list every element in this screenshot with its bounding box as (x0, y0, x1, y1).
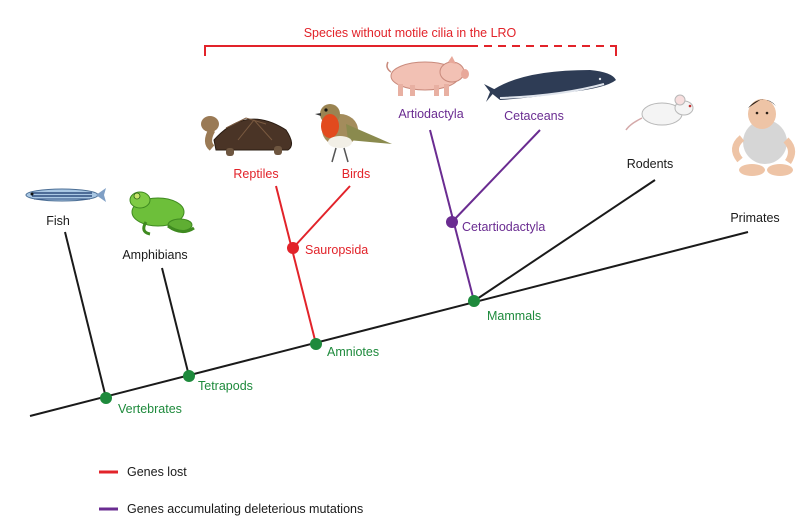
label-amphibians: Amphibians (122, 248, 187, 262)
branch-amphibians (161, 267, 190, 377)
baby-icon (732, 99, 795, 176)
label-primates: Primates (730, 211, 779, 225)
robin-icon (315, 104, 392, 163)
legend: Genes lost Genes accumulating deleteriou… (99, 465, 363, 516)
frog-icon (129, 191, 195, 236)
label-reptiles: Reptiles (233, 167, 278, 181)
node-vertebrates (100, 392, 112, 404)
zebrafish-icon (25, 188, 106, 202)
branch-reptiles (275, 185, 317, 345)
node-sauropsida (287, 242, 299, 254)
legend-genes-deleterious: Genes accumulating deleterious mutations (127, 502, 363, 516)
node-amniotes (310, 338, 322, 350)
label-birds: Birds (342, 167, 370, 181)
whale-icon (484, 70, 616, 102)
branch-fish (64, 231, 107, 399)
bracket-label: Species without motile cilia in the LRO (304, 26, 517, 40)
branch-artiodactyla (429, 129, 475, 302)
pig-icon (386, 56, 469, 96)
lro-bracket (204, 45, 617, 56)
label-rodents: Rodents (627, 157, 674, 171)
label-cetartiodactyla: Cetartiodactyla (462, 220, 545, 234)
label-cetaceans: Cetaceans (504, 109, 564, 123)
label-sauropsida: Sauropsida (305, 243, 368, 257)
label-fish: Fish (46, 214, 70, 228)
label-tetrapods: Tetrapods (198, 379, 253, 393)
legend-genes-lost: Genes lost (127, 465, 187, 479)
label-amniotes: Amniotes (327, 345, 379, 359)
tortoise-icon (201, 116, 292, 156)
label-artiodactyla: Artiodactyla (398, 107, 463, 121)
label-vertebrates: Vertebrates (118, 402, 182, 416)
node-mammals (468, 295, 480, 307)
node-tetrapods (183, 370, 195, 382)
node-cetartiodactyla (446, 216, 458, 228)
branch-birds (292, 185, 351, 249)
label-mammals: Mammals (487, 309, 541, 323)
main-trunk (29, 231, 749, 417)
mouse-icon (625, 94, 694, 131)
branch-cetaceans (451, 129, 541, 223)
branch-rodents (473, 179, 656, 302)
